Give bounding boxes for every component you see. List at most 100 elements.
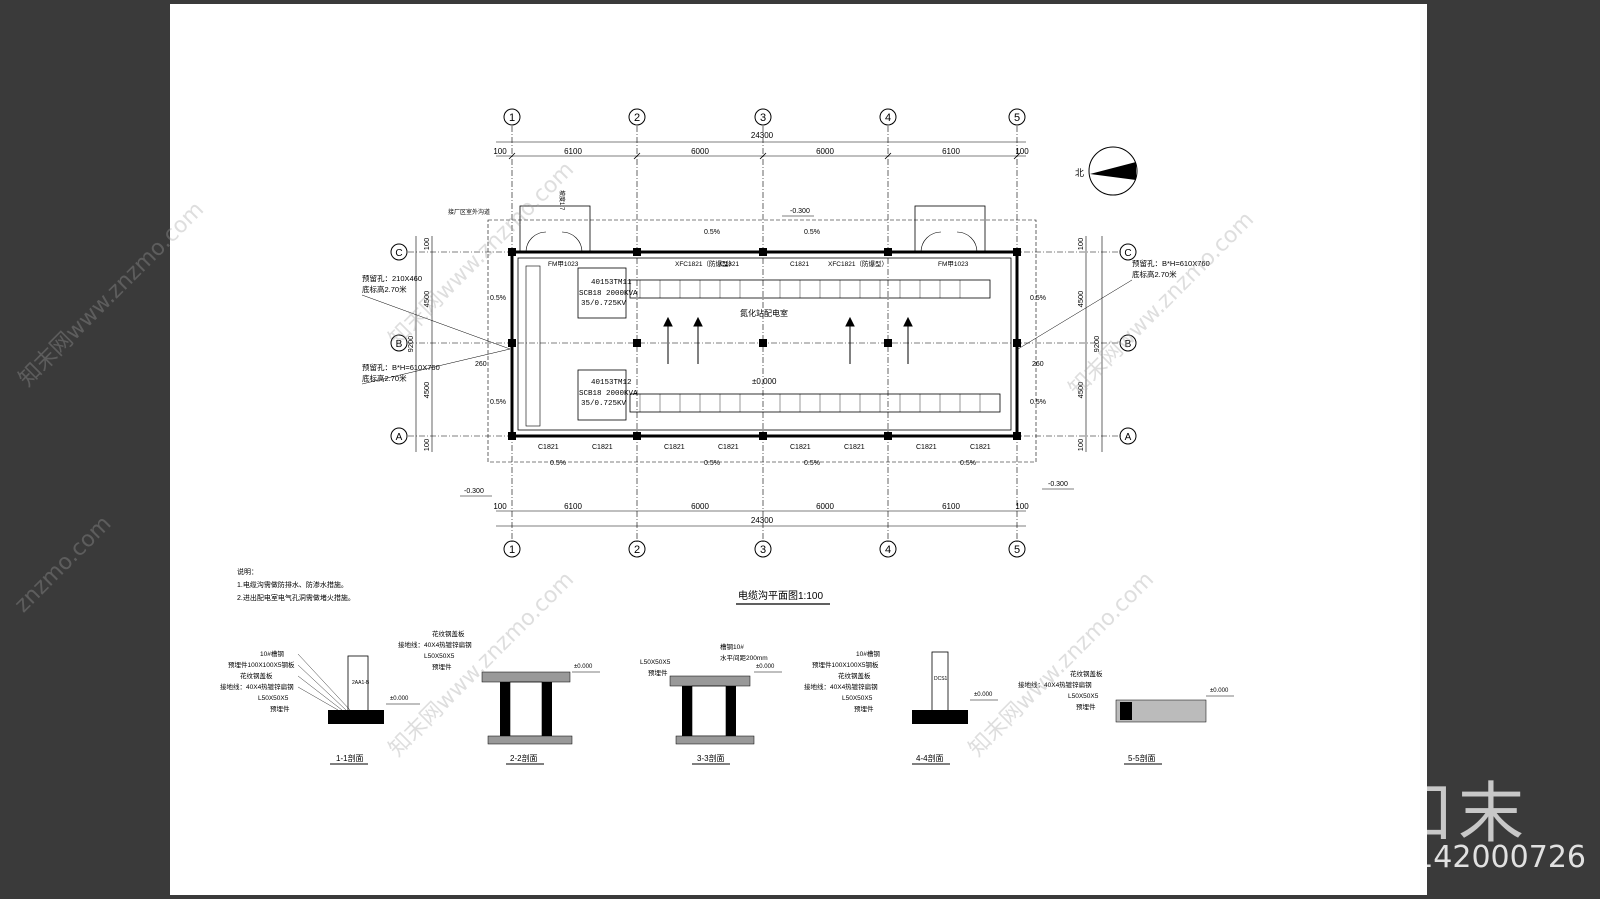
svg-text:接地线：40X4热镀锌扁钢: 接地线：40X4热镀锌扁钢 — [398, 640, 472, 649]
watermark-id: ID: 1142000726 — [1343, 840, 1586, 875]
svg-text:预埋件: 预埋件 — [854, 704, 874, 713]
svg-text:±0.000: ±0.000 — [574, 664, 593, 670]
svg-text:B: B — [396, 339, 403, 350]
svg-text:3: 3 — [760, 112, 766, 124]
section-4-4: DCS1 ±0.000 10#槽钢 预埋件100X100X5钢板 花纹钢盖板 接… — [804, 649, 998, 765]
svg-text:6000: 6000 — [816, 502, 834, 511]
svg-text:±0.000: ±0.000 — [390, 696, 409, 702]
svg-text:C1821: C1821 — [538, 444, 559, 451]
svg-text:4: 4 — [885, 112, 891, 124]
svg-text:-0.300: -0.300 — [1048, 481, 1068, 488]
svg-text:100: 100 — [1076, 439, 1085, 452]
transformer-tm12: 40153TM12 SCB18 2000KVA 35/0.725KV — [577, 369, 638, 421]
svg-text:C1821: C1821 — [592, 444, 613, 451]
svg-text:0.5%: 0.5% — [960, 460, 976, 467]
svg-text:C: C — [1124, 248, 1131, 259]
svg-text:2AA1-B: 2AA1-B — [352, 680, 370, 686]
axis-bubble-1: 1 — [503, 108, 521, 126]
dims-left: 9200 4500 4500 100 100 260 — [406, 236, 487, 452]
svg-text:接地线：40X4热镀锌扁钢: 接地线：40X4热镀锌扁钢 — [804, 682, 878, 691]
section-2-2: ±0.000 花纹钢盖板 接地线：40X4热镀锌扁钢 L50X50X5 预埋件 … — [398, 629, 600, 765]
svg-text:4500: 4500 — [422, 382, 431, 399]
svg-text:4: 4 — [885, 544, 891, 556]
svg-text:±0.000: ±0.000 — [974, 692, 993, 698]
plan-title: 电缆沟平面图1:100 — [736, 589, 830, 605]
svg-text:0.5%: 0.5% — [1030, 295, 1046, 302]
svg-text:10#槽钢: 10#槽钢 — [260, 649, 284, 658]
room-label: 氮化站配电室 — [740, 308, 788, 318]
door-left: 坡度1:7 — [519, 190, 591, 253]
svg-text:2: 2 — [634, 112, 640, 124]
notes: 说明： 1.电缆沟需做防排水、防渗水措施。 2.进出配电室电气孔洞需做堵火措施。 — [237, 567, 355, 602]
svg-text:0.5%: 0.5% — [550, 460, 566, 467]
svg-text:C1821: C1821 — [720, 261, 740, 268]
svg-text:0.5%: 0.5% — [704, 460, 720, 467]
svg-text:花纹钢盖板: 花纹钢盖板 — [838, 671, 871, 680]
svg-text:预埋件: 预埋件 — [1076, 702, 1096, 711]
svg-text:4500: 4500 — [422, 291, 431, 308]
axis-bubble-4: 4 — [879, 108, 897, 126]
svg-text:2.进出配电室电气孔洞需做堵火措施。: 2.进出配电室电气孔洞需做堵火措施。 — [237, 593, 355, 602]
axis-bubbles-right: C B A — [1119, 243, 1137, 445]
dims-bottom: 100 6100 6000 6000 6100 100 24300 — [493, 502, 1029, 527]
svg-text:底标高2.70米: 底标高2.70米 — [362, 284, 407, 294]
cable-trench-bottom — [629, 393, 1001, 413]
svg-text:4500: 4500 — [1076, 382, 1085, 399]
svg-text:C1821: C1821 — [718, 444, 739, 451]
svg-text:预埋件: 预埋件 — [648, 668, 668, 677]
svg-text:4500: 4500 — [1076, 291, 1085, 308]
svg-text:B: B — [1125, 339, 1132, 350]
axis-bubbles-top: 1 2 3 4 5 — [503, 108, 1026, 126]
svg-text:FM甲1023: FM甲1023 — [548, 260, 579, 268]
axis-bubbles-bottom: 1 2 3 4 5 — [503, 540, 1026, 558]
svg-text:接地线：40X4热镀锌扁钢: 接地线：40X4热镀锌扁钢 — [1018, 680, 1092, 689]
svg-text:1: 1 — [509, 544, 515, 556]
svg-text:5: 5 — [1014, 112, 1020, 124]
svg-text:0.5%: 0.5% — [490, 295, 506, 302]
svg-text:2: 2 — [634, 544, 640, 556]
svg-text:电缆沟平面图1:100: 电缆沟平面图1:100 — [738, 589, 823, 602]
svg-text:底标高2.70米: 底标高2.70米 — [1132, 269, 1177, 279]
dims-right: 9200 4500 4500 100 100 260 — [1032, 236, 1103, 452]
svg-text:预留孔：210X460: 预留孔：210X460 — [362, 273, 422, 283]
cad-drawing: 1 2 3 4 5 24300 100 6100 6000 6000 6100 … — [220, 108, 1234, 765]
svg-text:100: 100 — [493, 147, 507, 156]
svg-text:C1821: C1821 — [790, 261, 810, 268]
svg-text:花纹钢盖板: 花纹钢盖板 — [432, 629, 465, 638]
svg-text:3: 3 — [760, 544, 766, 556]
svg-text:5-5剖面: 5-5剖面 — [1128, 753, 1156, 763]
svg-text:6100: 6100 — [942, 502, 960, 511]
svg-text:接地线：40X4热镀锌扁钢: 接地线：40X4热镀锌扁钢 — [220, 682, 294, 691]
section-5-5: ±0.000 花纹钢盖板 接地线：40X4热镀锌扁钢 L50X50X5 预埋件 … — [1018, 669, 1234, 765]
svg-text:-0.300: -0.300 — [790, 208, 810, 215]
svg-text:100: 100 — [1015, 502, 1029, 511]
svg-text:100: 100 — [422, 439, 431, 452]
svg-text:6000: 6000 — [691, 502, 709, 511]
svg-text:35/0.725KV: 35/0.725KV — [581, 300, 627, 308]
svg-text:花纹钢盖板: 花纹钢盖板 — [1070, 669, 1103, 678]
axis-bubble-3: 3 — [754, 108, 772, 126]
svg-text:260: 260 — [1032, 361, 1044, 368]
svg-text:100: 100 — [1076, 238, 1085, 251]
svg-text:0.5%: 0.5% — [1030, 399, 1046, 406]
svg-text:SCB18 2000KVA: SCB18 2000KVA — [579, 290, 638, 298]
svg-text:40153TM12: 40153TM12 — [591, 379, 632, 387]
watermark-text: znzmo.com — [10, 511, 117, 618]
svg-text:C: C — [395, 248, 402, 259]
svg-text:接厂区室外沟道: 接厂区室外沟道 — [448, 208, 490, 216]
svg-text:底标高2.70米: 底标高2.70米 — [362, 373, 407, 383]
svg-text:DCS1: DCS1 — [934, 676, 948, 682]
svg-text:9200: 9200 — [1092, 336, 1101, 353]
svg-text:-0.300: -0.300 — [464, 488, 484, 495]
axis-bubble-5: 5 — [1008, 108, 1026, 126]
door-right — [914, 205, 986, 253]
svg-text:6000: 6000 — [816, 147, 834, 156]
svg-text:L50X50X5: L50X50X5 — [424, 653, 455, 660]
svg-text:C1821: C1821 — [664, 444, 685, 451]
svg-text:C1821: C1821 — [790, 444, 811, 451]
svg-text:2-2剖面: 2-2剖面 — [510, 753, 538, 763]
axis-bubble-2: 2 — [628, 108, 646, 126]
svg-text:预埋件: 预埋件 — [432, 662, 452, 671]
svg-text:C1821: C1821 — [916, 444, 937, 451]
svg-text:FM甲1023: FM甲1023 — [938, 260, 969, 268]
